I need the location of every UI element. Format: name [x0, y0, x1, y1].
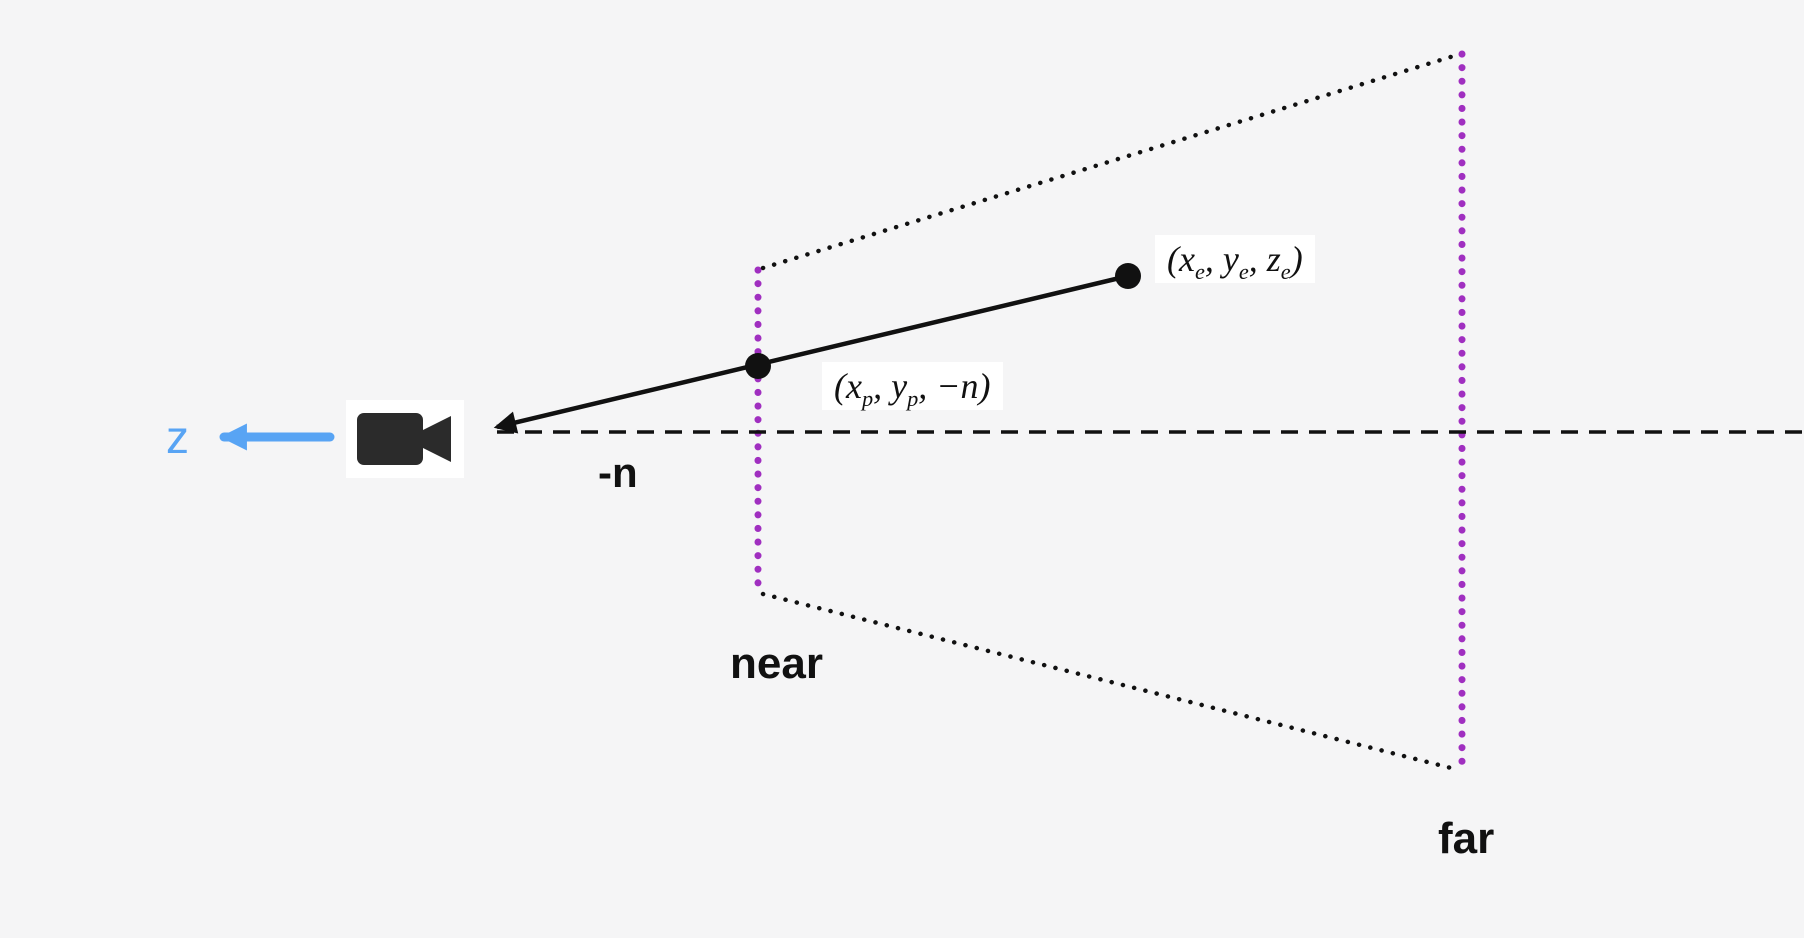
near-plane-label: near: [730, 639, 823, 688]
projected-point-label-part: , −n): [918, 366, 991, 406]
projected-point-label-sub: p: [861, 386, 874, 412]
eye-point-label-sub: e: [1280, 259, 1291, 285]
projected-point-label-part: , y: [873, 366, 908, 406]
projected-point-label: (xp, yp, −n): [822, 362, 1003, 410]
projected-point-dot: [745, 353, 771, 379]
eye-point-label: (xe, ye, ze): [1155, 235, 1315, 283]
eye-point-label-sub: e: [1238, 259, 1249, 285]
eye-point-label-sub: e: [1194, 259, 1205, 285]
far-plane-label: far: [1438, 814, 1495, 863]
frustum-bottom-edge: [760, 591, 1462, 773]
camera-body: [357, 413, 423, 465]
near-distance-label: -n: [598, 449, 638, 496]
z-axis-label: z: [166, 411, 189, 463]
eye-point-label-part: ): [1290, 239, 1303, 279]
camera-icon: [346, 400, 464, 478]
projected-point-label-sub: p: [907, 386, 919, 412]
sight-line: [493, 273, 1129, 434]
eye-point-dot: [1115, 263, 1141, 289]
projected-point-label-part: (x: [834, 366, 862, 406]
eye-point-label-part: , y: [1204, 239, 1239, 279]
eye-point-label-part: , z: [1248, 239, 1281, 279]
camera-lens: [421, 416, 451, 462]
eye-point-label-part: (x: [1167, 239, 1195, 279]
frustum-top-edge: [760, 52, 1460, 271]
